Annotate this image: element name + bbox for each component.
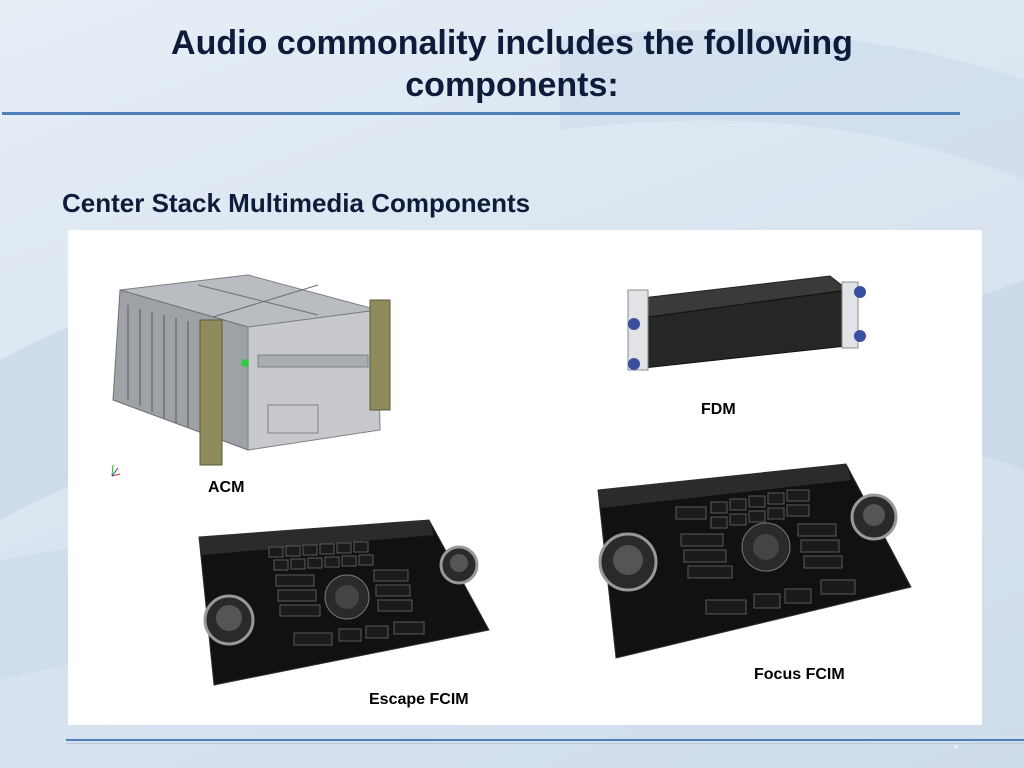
footer-divider-thin bbox=[66, 743, 1024, 744]
section-subtitle: Center Stack Multimedia Components bbox=[62, 188, 531, 218]
slide-title: Audio commonality includes the following… bbox=[0, 22, 1024, 106]
fdm-module-image bbox=[627, 275, 866, 371]
fdm-caption: FDM bbox=[701, 401, 736, 418]
slide-title-line2: components: bbox=[405, 66, 619, 104]
page-number: * bbox=[954, 742, 959, 756]
focus-fcim-image bbox=[597, 463, 912, 659]
acm-module-image bbox=[112, 274, 391, 466]
footer-divider bbox=[66, 739, 1024, 741]
axis-gizmo-icon bbox=[111, 464, 121, 477]
title-divider bbox=[2, 112, 960, 115]
slide-title-line1: Audio commonality includes the following bbox=[171, 24, 853, 62]
acm-caption: ACM bbox=[208, 479, 245, 496]
components-panel: ACM FDM Esca bbox=[68, 230, 982, 725]
escape-fcim-image bbox=[198, 519, 490, 686]
escape-fcim-caption: Escape FCIM bbox=[369, 691, 469, 708]
focus-fcim-caption: Focus FCIM bbox=[754, 666, 845, 683]
